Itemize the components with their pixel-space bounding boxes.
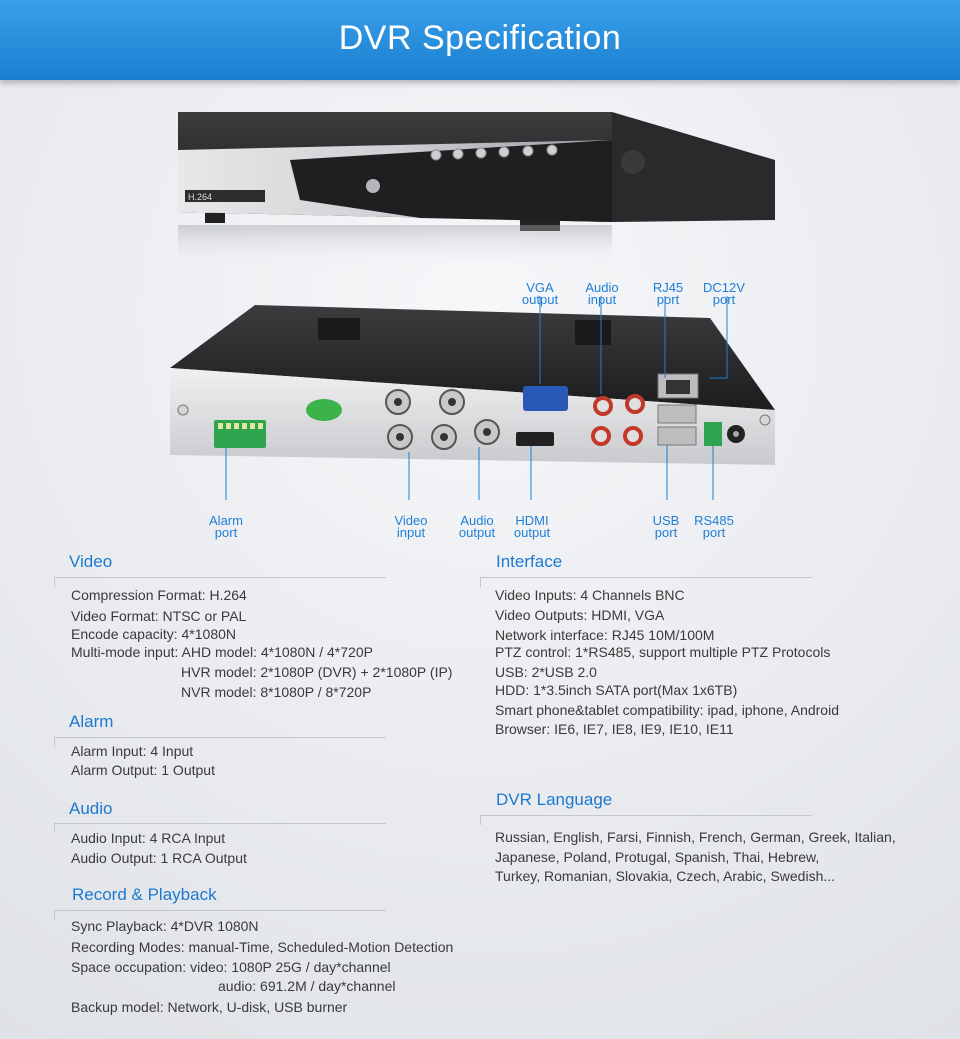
interface-spec-line: HDD: 1*3.5inch SATA port(Max 1x6TB) (495, 682, 738, 698)
section-title-alarm: Alarm (69, 712, 114, 731)
interface-spec-line: Video Outputs: HDMI, VGA (495, 607, 665, 623)
language-line: Japanese, Poland, Protugal, Spanish, Tha… (495, 849, 820, 865)
divider (54, 823, 55, 833)
alarm-spec-line: Alarm Output: 1 Output (71, 762, 215, 778)
section-title-dvr-language: DVR Language (496, 790, 613, 809)
divider (480, 577, 481, 587)
language-line: Russian, English, Farsi, Finnish, French… (495, 829, 896, 845)
video-spec-line: Compression Format: H.264 (71, 587, 247, 603)
divider (480, 815, 481, 825)
divider (54, 910, 386, 911)
section-title-record-playback: Record & Playback (72, 885, 217, 904)
divider (54, 910, 55, 920)
dvr-front-view: H.264 (178, 112, 775, 265)
dvr-device-illustration: H.264 (170, 112, 775, 500)
audio-spec-line: Audio Output: 1 RCA Output (71, 850, 247, 866)
divider (480, 815, 812, 816)
interface-spec-line: Network interface: RJ45 10M/100M (495, 627, 715, 643)
video-spec-line: Video Format: NTSC or PAL (71, 608, 247, 624)
interface-spec-line: PTZ control: 1*RS485, support multiple P… (495, 644, 831, 660)
page-title: DVR Specification (338, 18, 622, 57)
video-spec-line: Encode capacity: 4*1080N (71, 626, 236, 642)
dvr-back-view (170, 305, 775, 465)
record-spec-line: Space occupation: video: 1080P 25G / day… (71, 959, 391, 975)
video-spec-line: HVR model: 2*1080P (DVR) + 2*1080P (IP) (181, 664, 453, 680)
record-spec-line: Recording Modes: manual-Time, Scheduled-… (71, 939, 454, 955)
divider (54, 577, 55, 587)
video-spec-line: NVR model: 8*1080P / 8*720P (181, 684, 372, 700)
divider (54, 737, 386, 738)
alarm-spec-line: Alarm Input: 4 Input (71, 743, 194, 759)
interface-spec-line: Video Inputs: 4 Channels BNC (495, 587, 685, 603)
interface-spec-line: USB: 2*USB 2.0 (495, 664, 597, 680)
header-banner: DVR Specification (0, 0, 960, 80)
callout-leader-lines (225, 296, 728, 500)
record-spec-line: Backup model: Network, U-disk, USB burne… (71, 999, 348, 1015)
record-spec-line: audio: 691.2M / day*channel (218, 978, 396, 994)
section-title-interface: Interface (496, 552, 563, 571)
front-model-label: H.264 (188, 192, 212, 202)
section-title-video: Video (69, 552, 113, 571)
divider (54, 577, 386, 578)
interface-spec-line: Smart phone&tablet compatibility: ipad, … (495, 702, 839, 718)
interface-spec-line: Browser: IE6, IE7, IE8, IE9, IE10, IE11 (495, 721, 734, 737)
divider (480, 577, 812, 578)
language-line: Turkey, Romanian, Slovakia, Czech, Arabi… (495, 868, 836, 884)
divider (54, 823, 386, 824)
section-title-audio: Audio (69, 799, 113, 818)
video-spec-line: Multi-mode input: AHD model: 4*1080N / 4… (71, 644, 373, 660)
divider (54, 737, 55, 747)
record-spec-line: Sync Playback: 4*DVR 1080N (71, 918, 259, 934)
audio-spec-line: Audio Input: 4 RCA Input (71, 830, 226, 846)
